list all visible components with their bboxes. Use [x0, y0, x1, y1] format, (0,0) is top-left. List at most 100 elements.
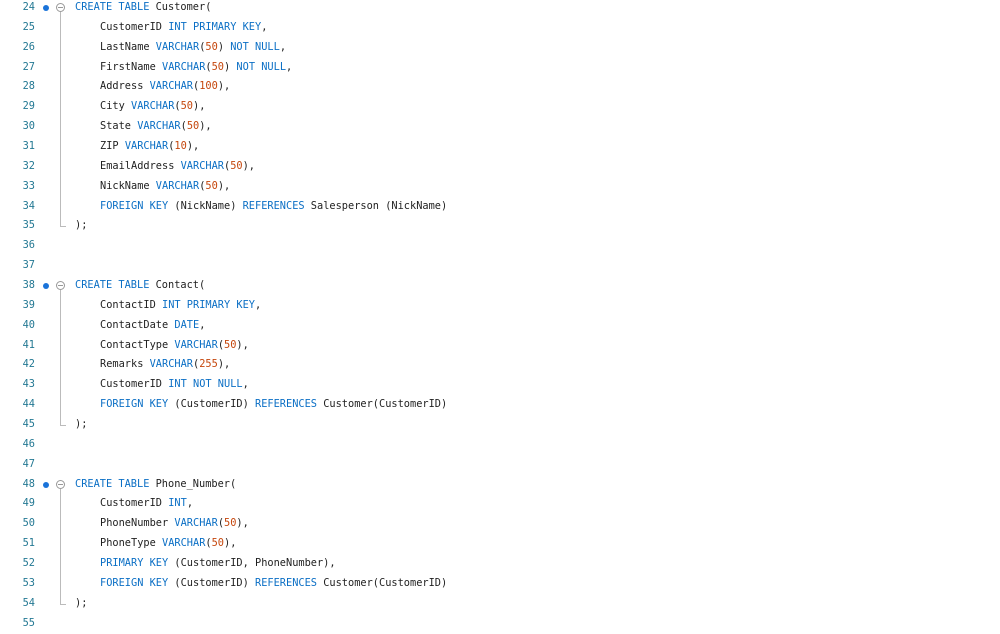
- line-number: 38: [22, 279, 35, 292]
- breakpoint-dot-icon[interactable]: [43, 5, 49, 11]
- fold-guide: [60, 554, 61, 574]
- sql-keyword: CREATE TABLE: [75, 279, 150, 292]
- code-line[interactable]: 46: [0, 435, 1000, 455]
- sql-keyword: CREATE TABLE: [75, 477, 150, 490]
- identifier: State: [100, 120, 138, 133]
- sql-keyword: VARCHAR: [155, 179, 200, 192]
- identifier: (: [217, 517, 225, 530]
- breakpoint-dot-icon[interactable]: [43, 481, 49, 488]
- line-number: 27: [22, 60, 35, 73]
- fold-guide: [60, 156, 61, 177]
- code-line[interactable]: 35);: [0, 216, 1000, 236]
- fold-guide-end: [60, 593, 66, 605]
- line-number: 42: [22, 358, 35, 371]
- fold-guide: [60, 57, 61, 78]
- fold-guide: [60, 375, 61, 396]
- fold-collapse-icon[interactable]: [56, 281, 65, 291]
- identifier: ): [217, 40, 231, 53]
- fold-collapse-icon[interactable]: [56, 479, 65, 489]
- fold-guide: [60, 37, 61, 58]
- identifier: CustomerID: [100, 497, 169, 510]
- code-line[interactable]: 47: [0, 455, 1000, 475]
- sql-keyword: FOREIGN KEY: [100, 398, 169, 411]
- code-line[interactable]: 54);: [0, 593, 1000, 614]
- identifier: (CustomerID): [168, 576, 255, 589]
- identifier: );: [75, 219, 88, 232]
- code-text: PhoneType VARCHAR(50),: [100, 534, 236, 554]
- sql-keyword: VARCHAR: [162, 60, 206, 73]
- numeric-literal: 50: [186, 120, 200, 133]
- numeric-literal: 50: [205, 179, 218, 192]
- line-number: 49: [22, 497, 35, 510]
- fold-guide: [60, 534, 61, 555]
- code-line[interactable]: 55: [0, 614, 1000, 634]
- identifier: ContactType: [100, 338, 175, 351]
- line-number: 48: [22, 477, 35, 490]
- code-line[interactable]: 37: [0, 256, 1000, 276]
- breakpoint-dot-icon[interactable]: [43, 283, 49, 290]
- fold-guide-end: [60, 415, 66, 427]
- fold-collapse-icon[interactable]: [56, 3, 65, 12]
- line-number: 28: [22, 80, 35, 93]
- identifier: PhoneNumber: [100, 517, 175, 530]
- numeric-literal: 50: [230, 159, 243, 172]
- code-line[interactable]: 36: [0, 236, 1000, 256]
- identifier: PhoneType: [100, 537, 162, 550]
- line-number: 30: [22, 120, 35, 133]
- identifier: ,: [279, 40, 287, 53]
- code-text: FOREIGN KEY (NickName) REFERENCES Salesp…: [100, 197, 447, 217]
- line-number: 50: [22, 517, 35, 530]
- identifier: ),: [199, 120, 212, 133]
- sql-keyword: REFERENCES: [255, 398, 317, 411]
- sql-keyword: REFERENCES: [242, 199, 305, 212]
- sql-keyword: VARCHAR: [174, 517, 218, 530]
- identifier: ),: [186, 140, 200, 153]
- identifier: );: [75, 418, 88, 431]
- line-number: 40: [22, 318, 35, 331]
- code-line[interactable]: 28 Address VARCHAR(100),: [0, 77, 1000, 98]
- line-number: 32: [22, 159, 35, 172]
- code-text: Address VARCHAR(100),: [100, 77, 230, 97]
- identifier: ),: [242, 159, 256, 172]
- identifier: City: [100, 100, 131, 113]
- sql-keyword: VARCHAR: [131, 100, 175, 113]
- code-line[interactable]: 45);: [0, 415, 1000, 435]
- sql-keyword: DATE: [174, 318, 200, 331]
- identifier: ),: [236, 338, 249, 351]
- fold-guide: [60, 117, 61, 138]
- numeric-literal: 50: [224, 338, 237, 351]
- identifier: (CustomerID): [168, 398, 255, 411]
- sql-keyword: INT PRIMARY KEY: [162, 298, 255, 311]
- identifier: Address: [100, 80, 150, 93]
- sql-keyword: INT NOT NULL: [168, 378, 243, 391]
- code-text: City VARCHAR(50),: [100, 97, 205, 117]
- identifier: (NickName): [168, 199, 243, 212]
- fold-guide: [60, 196, 61, 217]
- identifier: Customer(CustomerID): [317, 576, 448, 589]
- code-text: LastName VARCHAR(50) NOT NULL,: [100, 38, 286, 58]
